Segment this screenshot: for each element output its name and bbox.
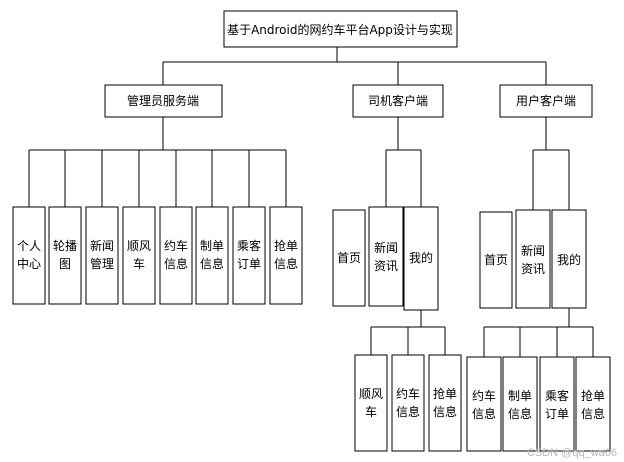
svg-text:约车: 约车 [472, 388, 496, 403]
driver-leaves: 首页 新闻 资讯 我的 [332, 206, 439, 311]
svg-text:信息: 信息 [581, 406, 605, 421]
svg-text:信息: 信息 [396, 404, 420, 419]
user-label: 用户客户端 [516, 93, 576, 108]
svg-text:轮播: 轮播 [53, 239, 77, 253]
svg-text:信息: 信息 [164, 256, 188, 271]
driver-node: 司机客户端 [352, 84, 444, 118]
svg-text:新闻: 新闻 [374, 240, 398, 255]
svg-text:顺风: 顺风 [127, 239, 151, 253]
svg-text:订单: 订单 [237, 257, 261, 271]
admin-leaf-personal-center: 个人 中心 [12, 206, 46, 305]
svg-text:信息: 信息 [200, 256, 224, 271]
admin-leaf-order-making-info: 制单 信息 [195, 206, 229, 305]
admin-node: 管理员服务端 [104, 84, 223, 118]
svg-text:抢单: 抢单 [433, 386, 457, 401]
admin-leaf-carpool: 顺风 车 [122, 206, 156, 305]
admin-leaf-order-grab-info: 抢单 信息 [269, 206, 303, 305]
svg-text:管理: 管理 [90, 256, 114, 271]
user-mine-leaf-order-making-info: 制单 信息 [502, 356, 538, 452]
root-label: 基于Android的网约车平台App设计与实现 [227, 22, 453, 37]
svg-text:抢单: 抢单 [581, 388, 605, 403]
driver-label: 司机客户端 [368, 93, 428, 108]
svg-text:车: 车 [365, 404, 377, 419]
admin-leaf-carousel: 轮播 图 [48, 206, 82, 305]
svg-text:首页: 首页 [337, 251, 361, 265]
admin-leaf-news-management: 新闻 管理 [85, 206, 119, 305]
svg-text:资讯: 资讯 [374, 259, 398, 273]
user-mine-leaf-passenger-orders: 乘客 订单 [539, 356, 575, 452]
svg-text:我的: 我的 [409, 250, 433, 265]
admin-leaf-passenger-orders: 乘客 订单 [232, 206, 266, 305]
svg-text:制单: 制单 [508, 389, 532, 403]
svg-text:信息: 信息 [433, 404, 457, 419]
svg-text:信息: 信息 [508, 406, 532, 421]
root-node: 基于Android的网约车平台App设计与实现 [223, 10, 458, 48]
svg-text:新闻: 新闻 [521, 243, 545, 258]
user-leaf-news: 新闻 资讯 [515, 209, 551, 309]
watermark: CSDN @qq_wa66 [527, 447, 617, 459]
user-mine-leaf-ride-info: 约车 信息 [466, 356, 502, 452]
svg-text:个人: 个人 [17, 239, 41, 253]
connector-lines [28, 47, 594, 357]
user-leaves: 首页 新闻 资讯 我的 [479, 209, 587, 309]
svg-text:首页: 首页 [484, 253, 508, 267]
svg-text:新闻: 新闻 [90, 238, 114, 253]
svg-text:乘客: 乘客 [545, 388, 569, 403]
driver-leaf-mine: 我的 [403, 206, 439, 311]
driver-mine-leaf-order-grab-info: 抢单 信息 [428, 354, 462, 452]
svg-text:中心: 中心 [17, 256, 41, 271]
svg-text:订单: 订单 [545, 407, 569, 421]
user-mine-leaves: 约车 信息 制单 信息 乘客 订单 抢单 信息 [466, 356, 611, 452]
driver-leaf-home: 首页 [332, 209, 366, 307]
svg-text:信息: 信息 [472, 406, 496, 421]
driver-leaf-news: 新闻 资讯 [368, 206, 404, 307]
svg-text:车: 车 [133, 256, 145, 271]
svg-text:图: 图 [59, 257, 71, 271]
admin-leaves: 个人 中心 轮播 图 新闻 管理 顺风 车 约车 信息 制单 信息 [12, 206, 303, 305]
svg-text:约车: 约车 [164, 238, 188, 253]
svg-text:制单: 制单 [200, 239, 224, 253]
svg-text:约车: 约车 [396, 386, 420, 401]
svg-text:顺风: 顺风 [359, 387, 383, 401]
user-leaf-mine: 我的 [551, 209, 587, 309]
admin-label: 管理员服务端 [127, 93, 199, 108]
driver-mine-leaf-ride-info: 约车 信息 [391, 354, 425, 452]
svg-text:乘客: 乘客 [237, 238, 261, 253]
user-mine-leaf-order-grab-info: 抢单 信息 [575, 356, 611, 452]
user-node: 用户客户端 [499, 84, 593, 118]
driver-mine-leaves: 顺风 车 约车 信息 抢单 信息 [354, 354, 462, 452]
driver-mine-leaf-carpool: 顺风 车 [354, 354, 388, 452]
admin-leaf-ride-info: 约车 信息 [159, 206, 193, 305]
svg-text:资讯: 资讯 [521, 262, 545, 276]
user-leaf-home: 首页 [479, 211, 513, 309]
svg-text:我的: 我的 [557, 252, 581, 267]
svg-text:信息: 信息 [274, 256, 298, 271]
svg-text:抢单: 抢单 [274, 238, 298, 253]
